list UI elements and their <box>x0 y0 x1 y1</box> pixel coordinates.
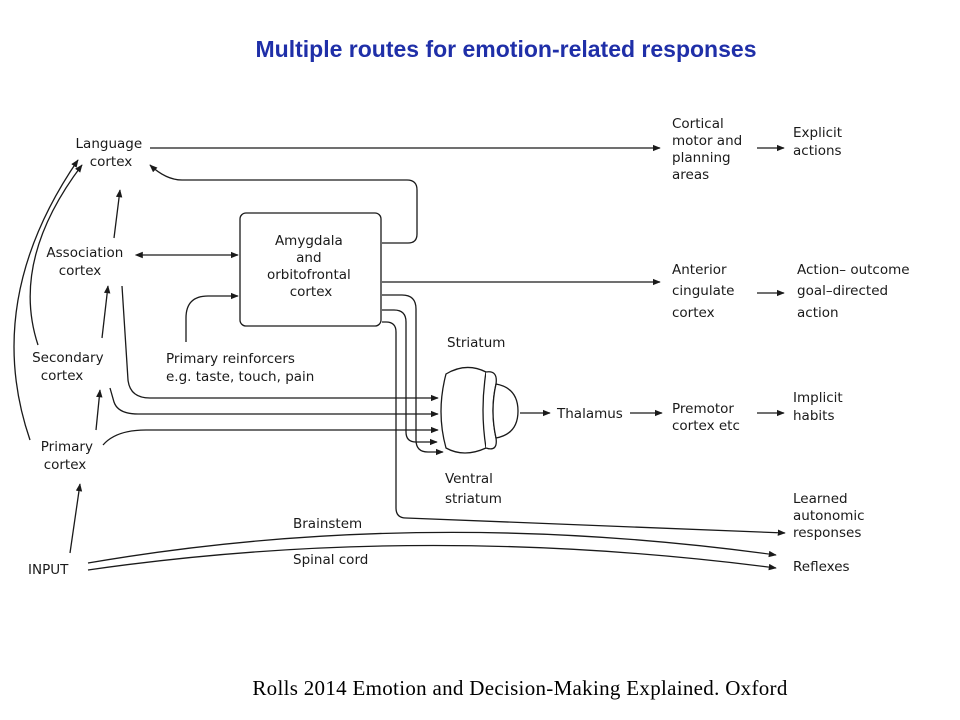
arrow-amygdala-to-striatum-a <box>382 294 444 456</box>
citation: Rolls 2014 Emotion and Decision-Making E… <box>252 676 788 700</box>
arrow-amygdala-to-language <box>149 164 418 244</box>
input-label: INPUT <box>28 562 69 578</box>
reflexes-label: Reflexes <box>793 559 850 575</box>
arrow-primary-to-striatum <box>102 426 439 446</box>
cortical-motor-label: Cortical motor and planning areas <box>672 116 747 183</box>
premotor-label: Premotor cortex etc <box>672 401 740 434</box>
arrow-primary-to-language-curve <box>13 159 79 441</box>
thalamus-label: Thalamus <box>556 406 623 422</box>
arrow-reinforcers-to-amygdala <box>185 292 239 342</box>
association-cortex-label: Association cortex <box>46 245 127 279</box>
striatum-shape <box>440 366 519 454</box>
striatum-label: Striatum <box>447 335 505 351</box>
primary-cortex-label: Primary cortex <box>41 439 97 473</box>
arrow-amygdala-to-autonomic <box>382 321 786 536</box>
diagram-labels: Language cortex Association cortex Secon… <box>28 116 914 578</box>
brainstem-label: Brainstem <box>293 516 362 532</box>
explicit-actions-label: Explicit actions <box>793 125 846 159</box>
arrow-brainstem-route <box>87 531 777 564</box>
language-cortex-label: Language cortex <box>76 136 147 170</box>
anterior-cingulate-label: Anterior cingulate cortex <box>672 262 739 321</box>
primary-reinforcers-label: Primary reinforcers e.g. taste, touch, p… <box>166 351 314 385</box>
learned-autonomic-label: Learned autonomic responses <box>793 491 869 541</box>
arrow-association-to-striatum <box>121 285 439 402</box>
arrow-secondary-to-striatum <box>109 387 439 418</box>
secondary-cortex-label: Secondary cortex <box>32 350 108 384</box>
arrow-amygdala-to-striatum-b <box>382 309 438 446</box>
arrow-association-to-language <box>113 189 123 239</box>
arrow-input-to-primary <box>69 483 83 554</box>
slide-title: Multiple routes for emotion-related resp… <box>255 36 757 62</box>
spinal-cord-label: Spinal cord <box>293 552 368 568</box>
amygdala-ofc-label: Amygdala and orbitofrontal cortex <box>267 233 355 300</box>
arrow-spinal-cord-route <box>87 544 777 571</box>
arrow-secondary-to-association <box>101 285 111 339</box>
arrow-secondary-to-language-curve <box>29 164 83 346</box>
implicit-habits-label: Implicit habits <box>793 390 847 424</box>
action-outcome-label: Action– outcome goal–directed action <box>797 262 914 321</box>
ventral-striatum-label: Ventral striatum <box>445 471 502 507</box>
amygdala-ofc-box <box>239 212 382 327</box>
arrow-primary-to-secondary <box>95 389 103 431</box>
